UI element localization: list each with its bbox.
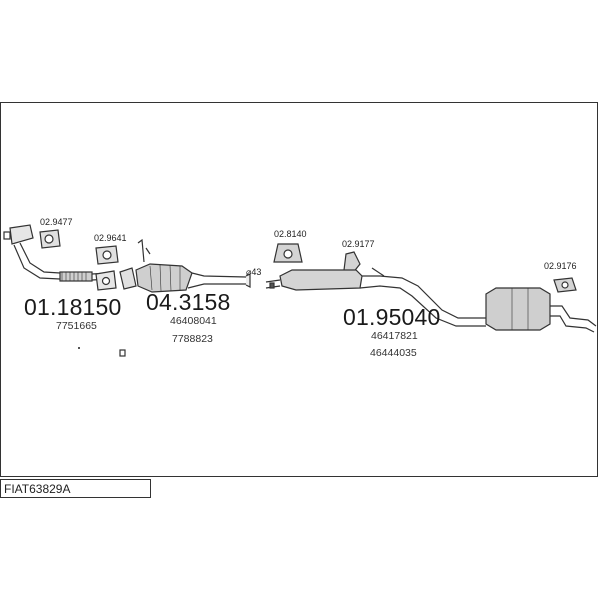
part-ref-46417821: 46417821 [371, 330, 418, 342]
part-ref-7751665: 7751665 [56, 320, 97, 332]
marker-dot [78, 347, 80, 349]
pipe-diameter-label: ⌀43 [246, 267, 262, 277]
accessory-02-9176: 02.9176 [544, 261, 577, 271]
hanger-02-9176-drawing [553, 277, 577, 293]
rubber-mount-02-9177-drawing [343, 251, 361, 275]
part-number-01-18150: 01.18150 [24, 294, 122, 320]
accessory-02-9177: 02.9177 [342, 239, 375, 249]
clamp-drawing [119, 349, 126, 357]
catalytic-converter-drawing [119, 238, 251, 293]
part-ref-7788823: 7788823 [172, 333, 213, 345]
gasket-02-9477-drawing [39, 229, 61, 249]
accessory-02-8140: 02.8140 [274, 229, 307, 239]
hanger-02-8140-drawing [273, 243, 303, 263]
middle-silencer-drawing [265, 267, 486, 327]
drawing-code: FIAT63829A [4, 482, 71, 496]
part-number-01-95040: 01.95040 [343, 304, 441, 330]
gasket-02-9641-drawing [95, 245, 119, 291]
accessory-02-9641: 02.9641 [94, 233, 127, 243]
part-ref-46408041: 46408041 [170, 315, 217, 327]
rear-silencer-drawing [485, 287, 597, 333]
accessory-02-9477: 02.9477 [40, 217, 73, 227]
part-ref-46444035: 46444035 [370, 347, 417, 359]
part-number-04-3158: 04.3158 [146, 289, 231, 315]
drawing-code-box: FIAT63829A [0, 479, 151, 498]
diagram-frame [0, 102, 598, 477]
